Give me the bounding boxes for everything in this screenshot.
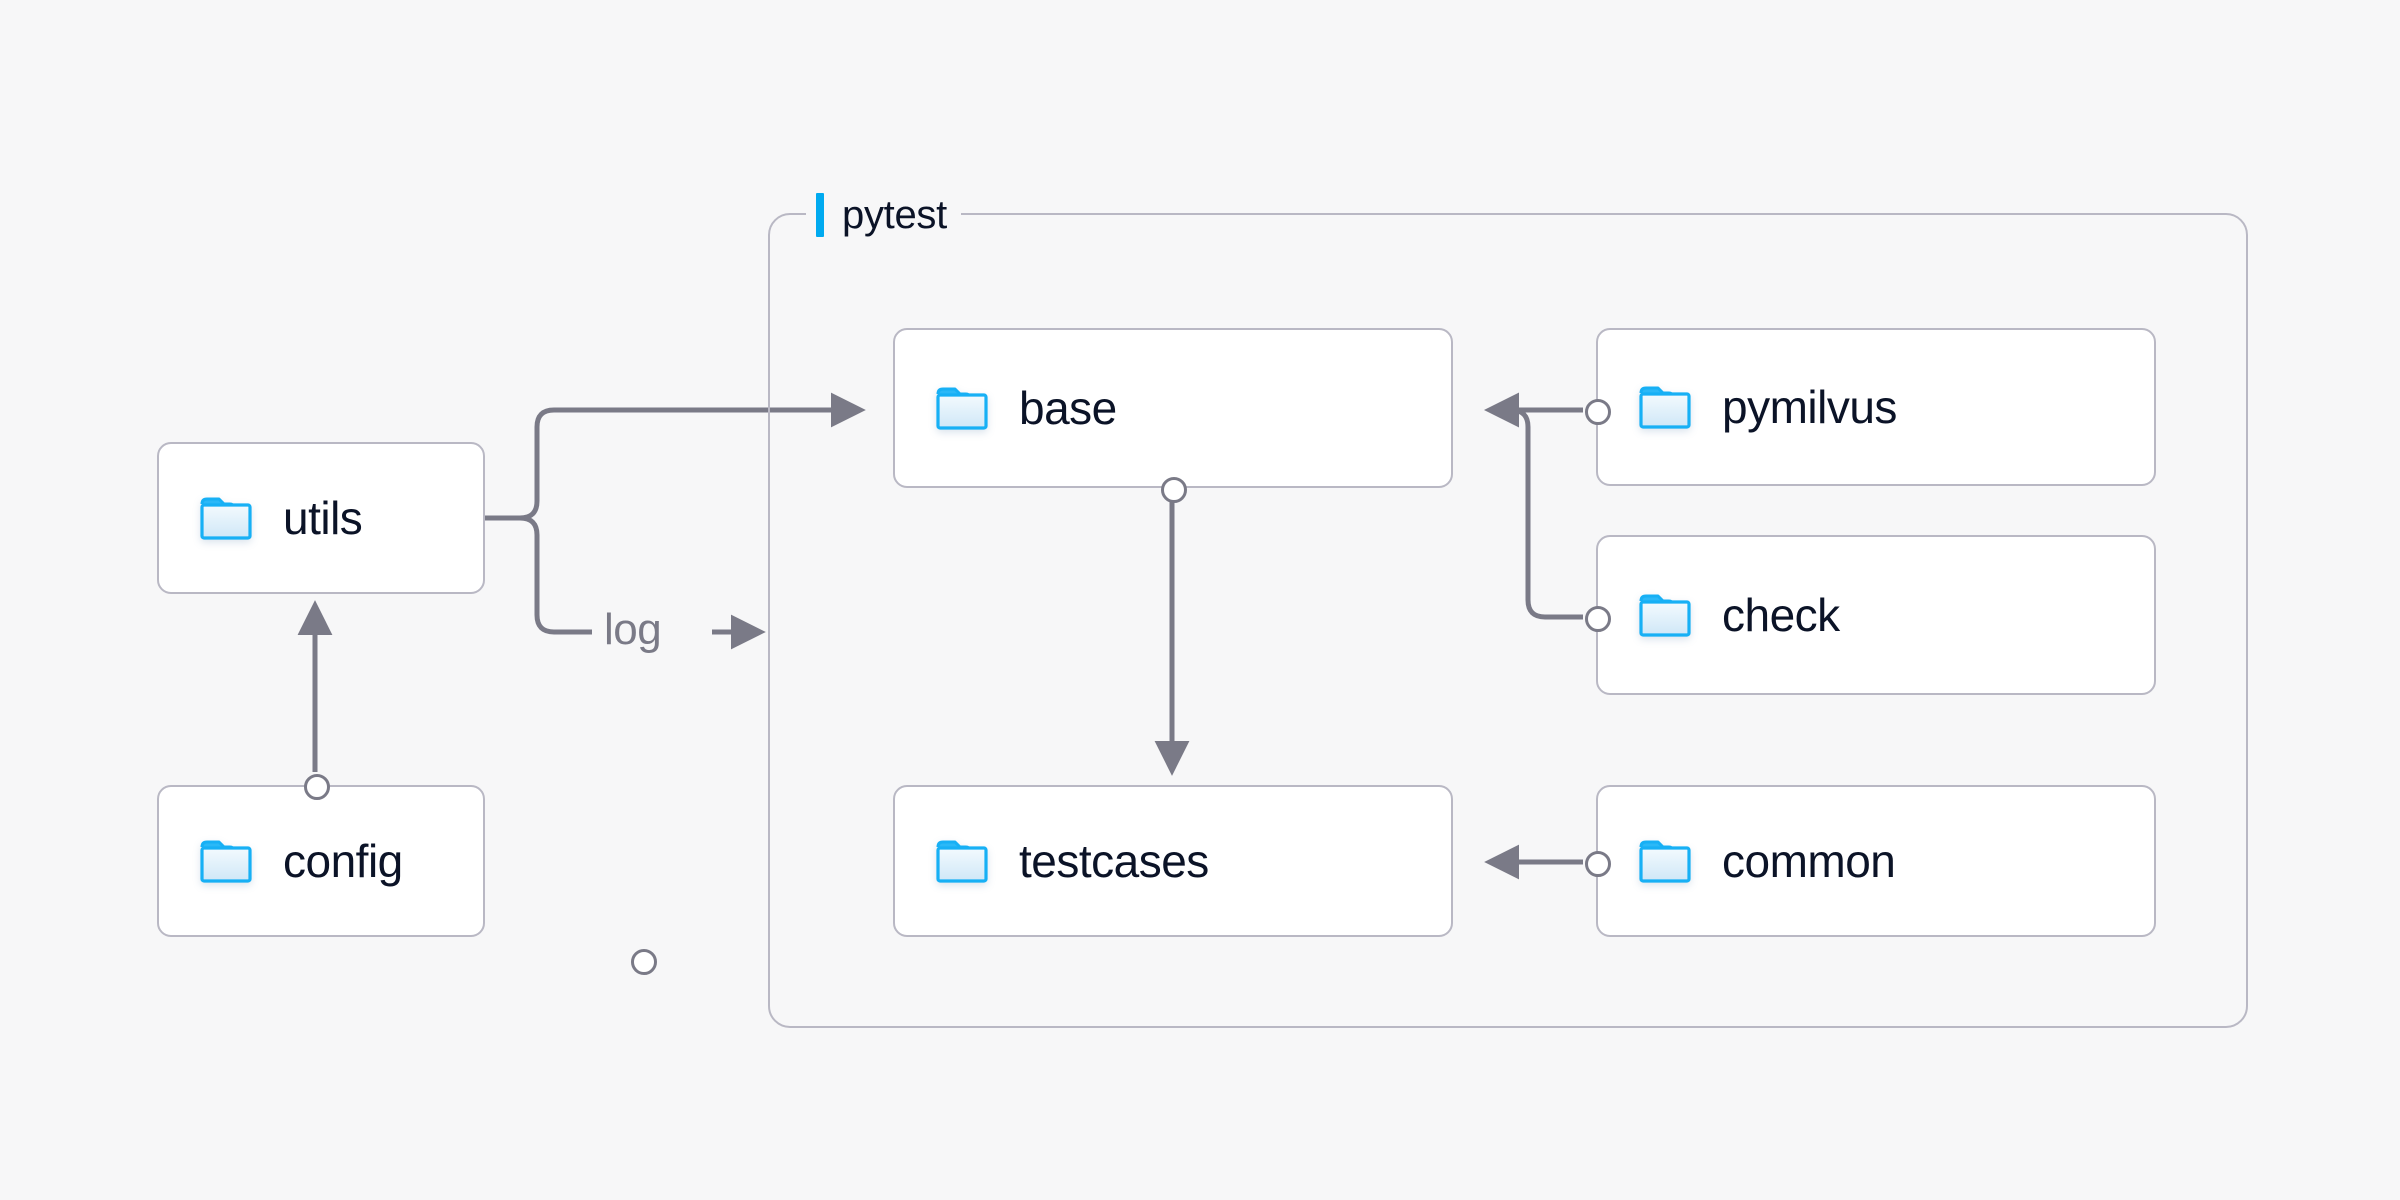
folder-icon	[1638, 384, 1692, 430]
folder-icon	[1638, 592, 1692, 638]
node-label: config	[283, 835, 403, 887]
folder-icon	[199, 495, 253, 541]
node-pymilvus[interactable]: pymilvus	[1585, 328, 2156, 486]
port-config-top[interactable]	[304, 774, 330, 800]
node-base[interactable]: base	[893, 328, 1453, 503]
node-check[interactable]: check	[1585, 535, 2156, 695]
port-check-left[interactable]	[1585, 606, 1611, 632]
folder-icon	[199, 838, 253, 884]
node-label: pymilvus	[1722, 381, 1897, 433]
node-common[interactable]: common	[1585, 785, 2156, 937]
node-label: utils	[283, 492, 363, 544]
node-label: testcases	[1019, 835, 1209, 887]
node-label: common	[1722, 835, 1896, 887]
group-accent-bar	[816, 193, 824, 237]
edge-label-log: log	[604, 605, 662, 654]
node-config[interactable]: config	[157, 774, 485, 937]
port-pymilvus-left[interactable]	[1585, 399, 1611, 425]
port-utils-right[interactable]	[631, 949, 657, 975]
group-label-text: pytest	[842, 193, 947, 237]
node-testcases[interactable]: testcases	[893, 785, 1453, 937]
pytest-group-label: pytest	[806, 187, 961, 243]
node-label: base	[1019, 382, 1117, 434]
port-common-left[interactable]	[1585, 851, 1611, 877]
node-utils[interactable]: utils	[157, 442, 657, 975]
folder-icon	[935, 838, 989, 884]
port-base-bottom[interactable]	[1161, 477, 1187, 503]
pytest-group-container[interactable]	[768, 213, 2248, 1028]
folder-icon	[935, 385, 989, 431]
node-label: check	[1722, 589, 1840, 641]
folder-icon	[1638, 838, 1692, 884]
